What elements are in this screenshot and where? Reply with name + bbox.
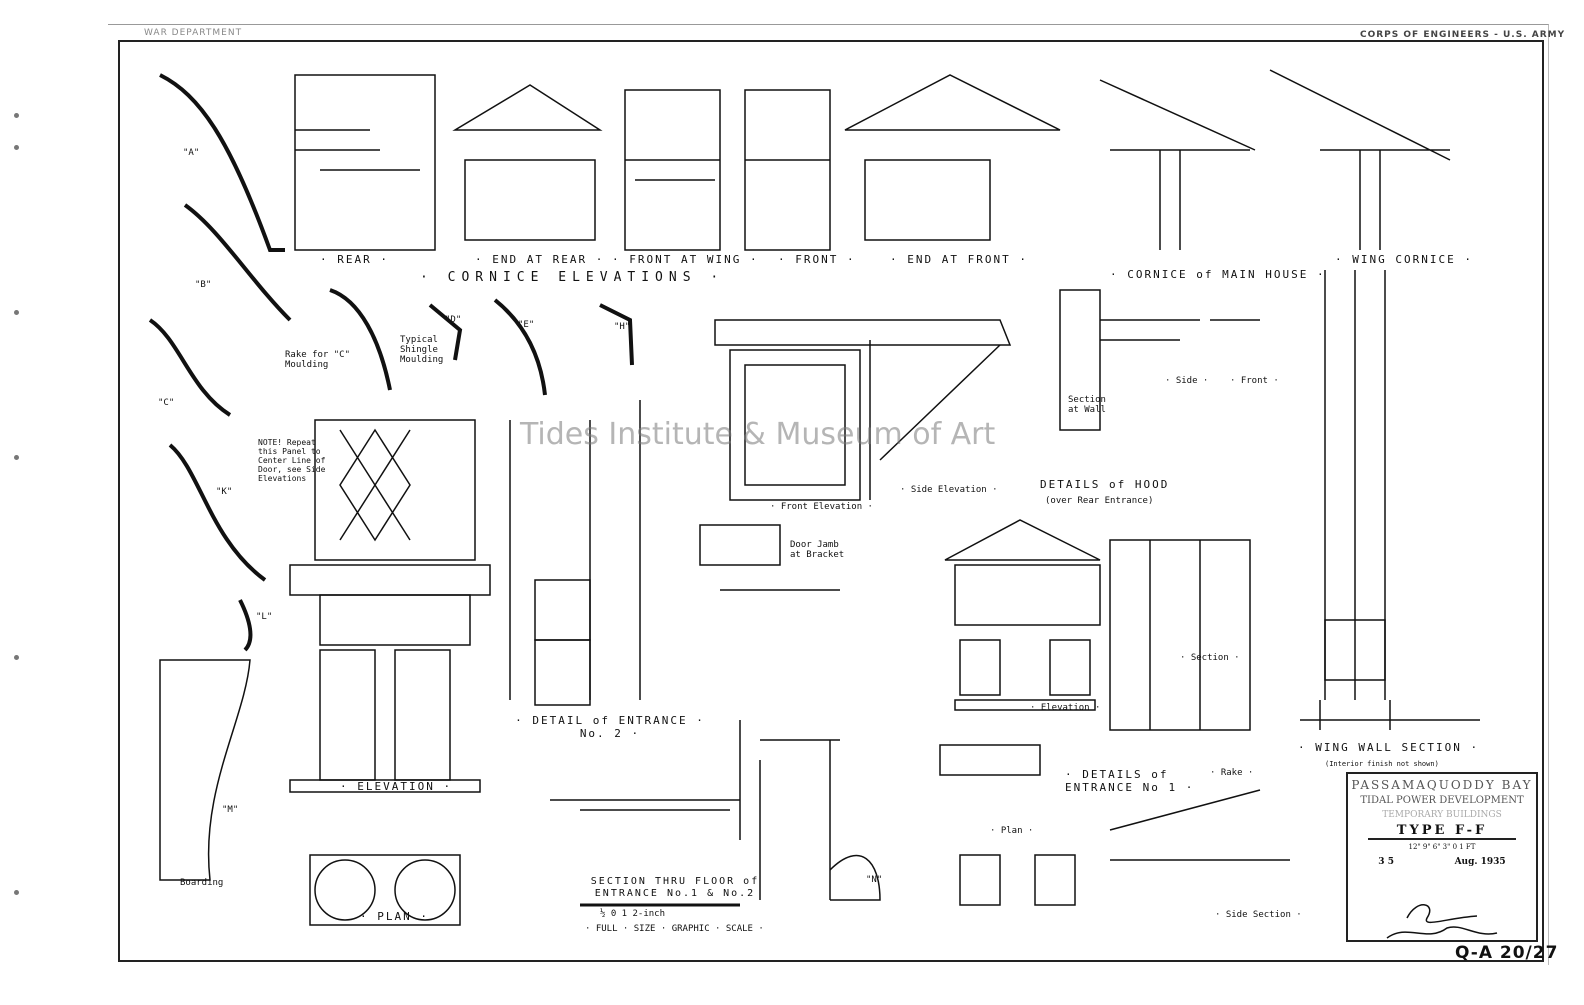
sheet-number: Q-A 20/27 — [1455, 943, 1559, 963]
title-block: PASSAMAQUODDY BAY TIDAL POWER DEVELOPMEN… — [1346, 772, 1538, 942]
header-right: CORPS OF ENGINEERS - U.S. ARMY — [1360, 30, 1566, 40]
label-details-hood: DETAILS of HOOD — [1040, 478, 1170, 491]
label-front-elevation: · Front Elevation · — [770, 502, 873, 512]
scale-units: ½ 0 1 2-inch — [600, 909, 666, 919]
label-elevation: · ELEVATION · — [340, 780, 453, 793]
label-rear: · REAR · — [320, 253, 389, 266]
title-type: TYPE F-F — [1368, 823, 1516, 840]
label-cornice-main-house: · CORNICE of MAIN HOUSE · — [1110, 268, 1326, 281]
label-wing-wall-sub: (Interior finish not shown) — [1325, 760, 1439, 768]
mark-b: "B" — [195, 280, 212, 290]
label-end-at-rear: · END AT REAR · — [475, 253, 605, 266]
label-plan-small: · Plan · — [990, 826, 1034, 836]
label-front-at-wing: · FRONT AT WING · — [612, 253, 759, 266]
label-section-at-wall: Section at Wall — [1068, 395, 1106, 415]
drawing-border — [118, 40, 1544, 962]
label-hood-sub: (over Rear Entrance) — [1045, 496, 1154, 506]
mark-k: "K" — [216, 487, 233, 497]
mark-h: "H" — [614, 322, 631, 332]
watermark: Tides Institute & Museum of Art — [520, 417, 996, 452]
label-side-section: · Side Section · — [1215, 910, 1302, 920]
mark-e: "E" — [518, 320, 535, 330]
label-wing-wall-section: · WING WALL SECTION · — [1298, 741, 1480, 754]
punch-hole — [14, 655, 19, 660]
title-scale: 12" 9" 6" 3" 0 1 FT — [1408, 843, 1476, 851]
label-rake: · Rake · — [1210, 768, 1254, 778]
label-details-entrance-1: · DETAILS of ENTRANCE No 1 · — [1065, 768, 1195, 794]
mark-m: "M" — [222, 805, 239, 815]
label-boarding: Boarding — [180, 878, 224, 888]
note: NOTE! Repeat this Panel to Center Line o… — [258, 438, 326, 483]
punch-hole — [14, 310, 19, 315]
mark-d: "D" — [445, 315, 462, 325]
label-detail-entrance-2: · DETAIL of ENTRANCE · No. 2 · — [515, 714, 705, 740]
signature — [1386, 904, 1498, 939]
punch-hole — [14, 890, 19, 895]
mark-a: "A" — [183, 148, 200, 158]
label-cornice-elevations: · CORNICE ELEVATIONS · — [420, 270, 725, 285]
label-plan: · PLAN · — [360, 910, 429, 923]
title-numbers: 3 5 — [1378, 857, 1394, 867]
label-door-jamb: Door Jamb at Bracket — [790, 540, 845, 560]
punch-hole — [14, 455, 19, 460]
sheet-outer-edge — [108, 24, 1549, 965]
mark-c: "C" — [158, 398, 175, 408]
punch-hole — [14, 113, 19, 118]
label-elevation-small: · Elevation · — [1030, 703, 1101, 713]
label-side: · Side · — [1165, 376, 1209, 386]
label-rake-c: Rake for "C" Moulding — [285, 350, 351, 370]
label-front: · FRONT · — [778, 253, 856, 266]
title-line3: TEMPORARY BUILDINGS — [1382, 810, 1502, 820]
title-line2: TIDAL POWER DEVELOPMENT — [1360, 795, 1524, 806]
label-section-floor: SECTION THRU FLOOR of ENTRANCE No.1 & No… — [590, 876, 760, 899]
label-typical-shingle: Typical Shingle Moulding — [400, 335, 444, 365]
label-end-at-front: · END AT FRONT · — [890, 253, 1028, 266]
title-date: Aug. 1935 — [1454, 857, 1506, 867]
title-line1: PASSAMAQUODDY BAY — [1351, 778, 1533, 792]
label-side-elevation: · Side Elevation · — [900, 485, 998, 495]
label-front-small: · Front · — [1230, 376, 1279, 386]
punch-hole — [14, 145, 19, 150]
header-left: WAR DEPARTMENT — [144, 28, 243, 38]
mark-n: "N" — [866, 875, 883, 885]
label-graphic-scale: · FULL · SIZE · GRAPHIC · SCALE · — [585, 924, 764, 934]
mark-l: "L" — [256, 612, 273, 622]
label-wing-cornice: · WING CORNICE · — [1335, 253, 1473, 266]
label-section: · Section · — [1180, 653, 1240, 663]
